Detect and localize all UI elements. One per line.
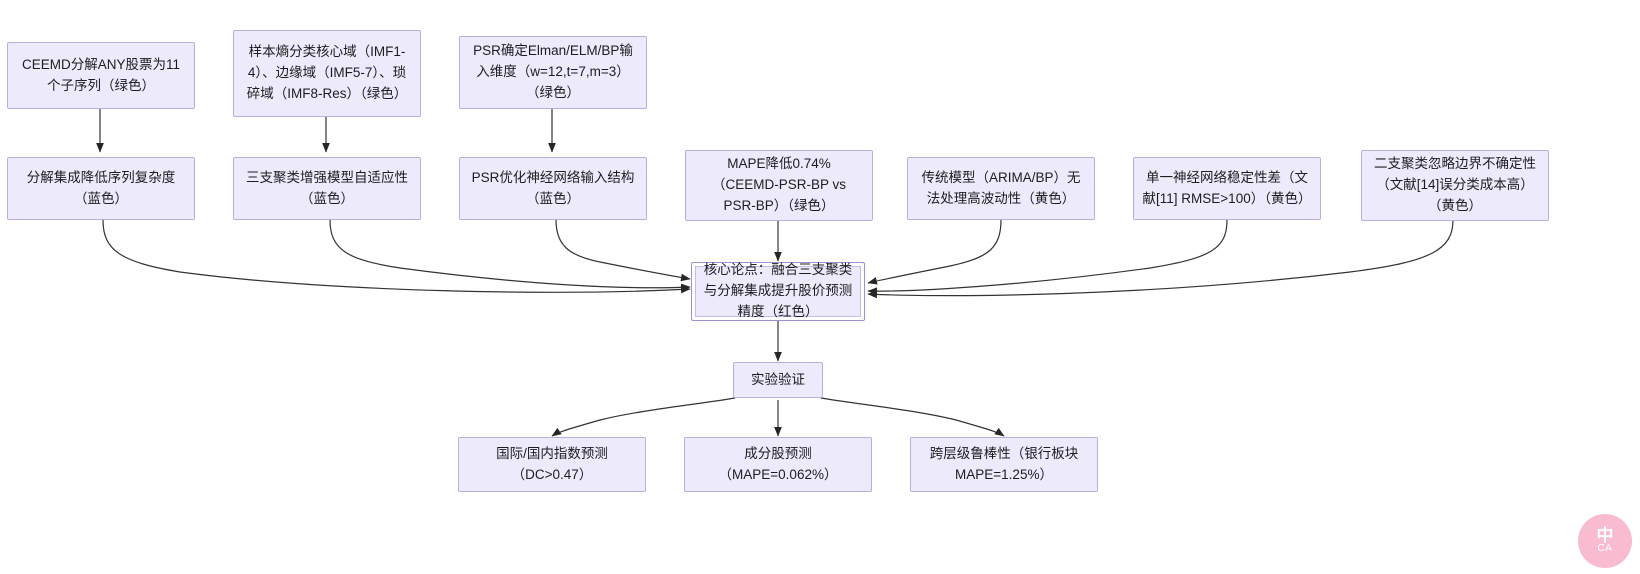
edge-traditional-to-core	[867, 219, 1002, 285]
node-sample-entropy-label: 样本熵分类核心域（IMF1-4）、边缘域（IMF5-7）、琐碎域（IMF8-Re…	[246, 44, 408, 101]
edge-experiment-to-cross	[820, 397, 1005, 437]
node-three-way-adaptive[interactable]: 三支聚类增强模型自适应性（蓝色）	[233, 157, 421, 220]
node-core-claim[interactable]: 核心论点：融合三支聚类与分解集成提升股价预测精度（红色）	[691, 262, 865, 321]
node-component-forecast[interactable]: 成分股预测（MAPE=0.062%）	[684, 437, 872, 492]
node-sample-entropy[interactable]: 样本熵分类核心域（IMF1-4）、边缘域（IMF5-7）、琐碎域（IMF8-Re…	[233, 30, 421, 117]
node-traditional-model-label: 传统模型（ARIMA/BP）无法处理高波动性（黄色）	[921, 169, 1081, 206]
node-psr-input-dim[interactable]: PSR确定Elman/ELM/BP输入维度（w=12,t=7,m=3）（绿色）	[459, 36, 647, 109]
node-core-claim-label: 核心论点：融合三支聚类与分解集成提升股价预测精度（红色）	[703, 262, 853, 319]
node-experiment[interactable]: 实验验证	[733, 362, 823, 398]
edge-twoway-to-core	[867, 219, 1454, 299]
node-cross-level[interactable]: 跨层级鲁棒性（银行板块MAPE=1.25%）	[910, 437, 1098, 492]
node-single-network-label: 单一神经网络稳定性差（文献[11] RMSE>100）（黄色）	[1142, 169, 1312, 206]
node-traditional-model[interactable]: 传统模型（ARIMA/BP）无法处理高波动性（黄色）	[907, 157, 1095, 220]
node-ceemd-decompose[interactable]: CEEMD分解ANY股票为11个子序列（绿色）	[7, 42, 195, 109]
node-mape-reduction[interactable]: MAPE降低0.74%（CEEMD-PSR-BP vs PSR-BP）（绿色）	[685, 150, 873, 221]
node-single-network[interactable]: 单一神经网络稳定性差（文献[11] RMSE>100）（黄色）	[1133, 157, 1321, 220]
node-psr-input-dim-label: PSR确定Elman/ELM/BP输入维度（w=12,t=7,m=3）（绿色）	[473, 43, 633, 100]
node-experiment-label: 实验验证	[751, 371, 805, 387]
node-psr-optimize-label: PSR优化神经网络输入结构（蓝色）	[471, 169, 635, 206]
node-three-way-adaptive-label: 三支聚类增强模型自适应性（蓝色）	[246, 169, 408, 206]
node-decomp-complexity[interactable]: 分解集成降低序列复杂度（蓝色）	[7, 157, 195, 220]
edge-experiment-to-index	[551, 397, 736, 437]
node-index-forecast-label: 国际/国内指数预测（DC>0.47）	[496, 445, 608, 482]
node-mape-reduction-label: MAPE降低0.74%（CEEMD-PSR-BP vs PSR-BP）（绿色）	[711, 156, 847, 213]
edge-complexity-to-core	[102, 219, 691, 294]
watermark-main-text: 中	[1596, 526, 1614, 546]
node-component-forecast-label: 成分股预测（MAPE=0.062%）	[718, 445, 838, 482]
node-two-way-cluster-label: 二支聚类忽略边界不确定性（文献[14]误分类成本高）（黄色）	[1374, 156, 1536, 213]
node-two-way-cluster[interactable]: 二支聚类忽略边界不确定性（文献[14]误分类成本高）（黄色）	[1361, 150, 1549, 221]
watermark-sub-text: CA	[1597, 543, 1613, 555]
edge-threeway-to-core	[329, 219, 691, 292]
watermark-badge: 中 CA	[1578, 514, 1632, 568]
node-index-forecast[interactable]: 国际/国内指数预测（DC>0.47）	[458, 437, 646, 492]
node-cross-level-label: 跨层级鲁棒性（银行板块MAPE=1.25%）	[929, 445, 1079, 482]
edge-single-to-core	[867, 219, 1228, 296]
node-psr-optimize[interactable]: PSR优化神经网络输入结构（蓝色）	[459, 157, 647, 220]
node-decomp-complexity-label: 分解集成降低序列复杂度（蓝色）	[26, 169, 176, 206]
edge-psropt-to-core	[555, 219, 691, 282]
node-ceemd-decompose-label: CEEMD分解ANY股票为11个子序列（绿色）	[21, 56, 181, 93]
